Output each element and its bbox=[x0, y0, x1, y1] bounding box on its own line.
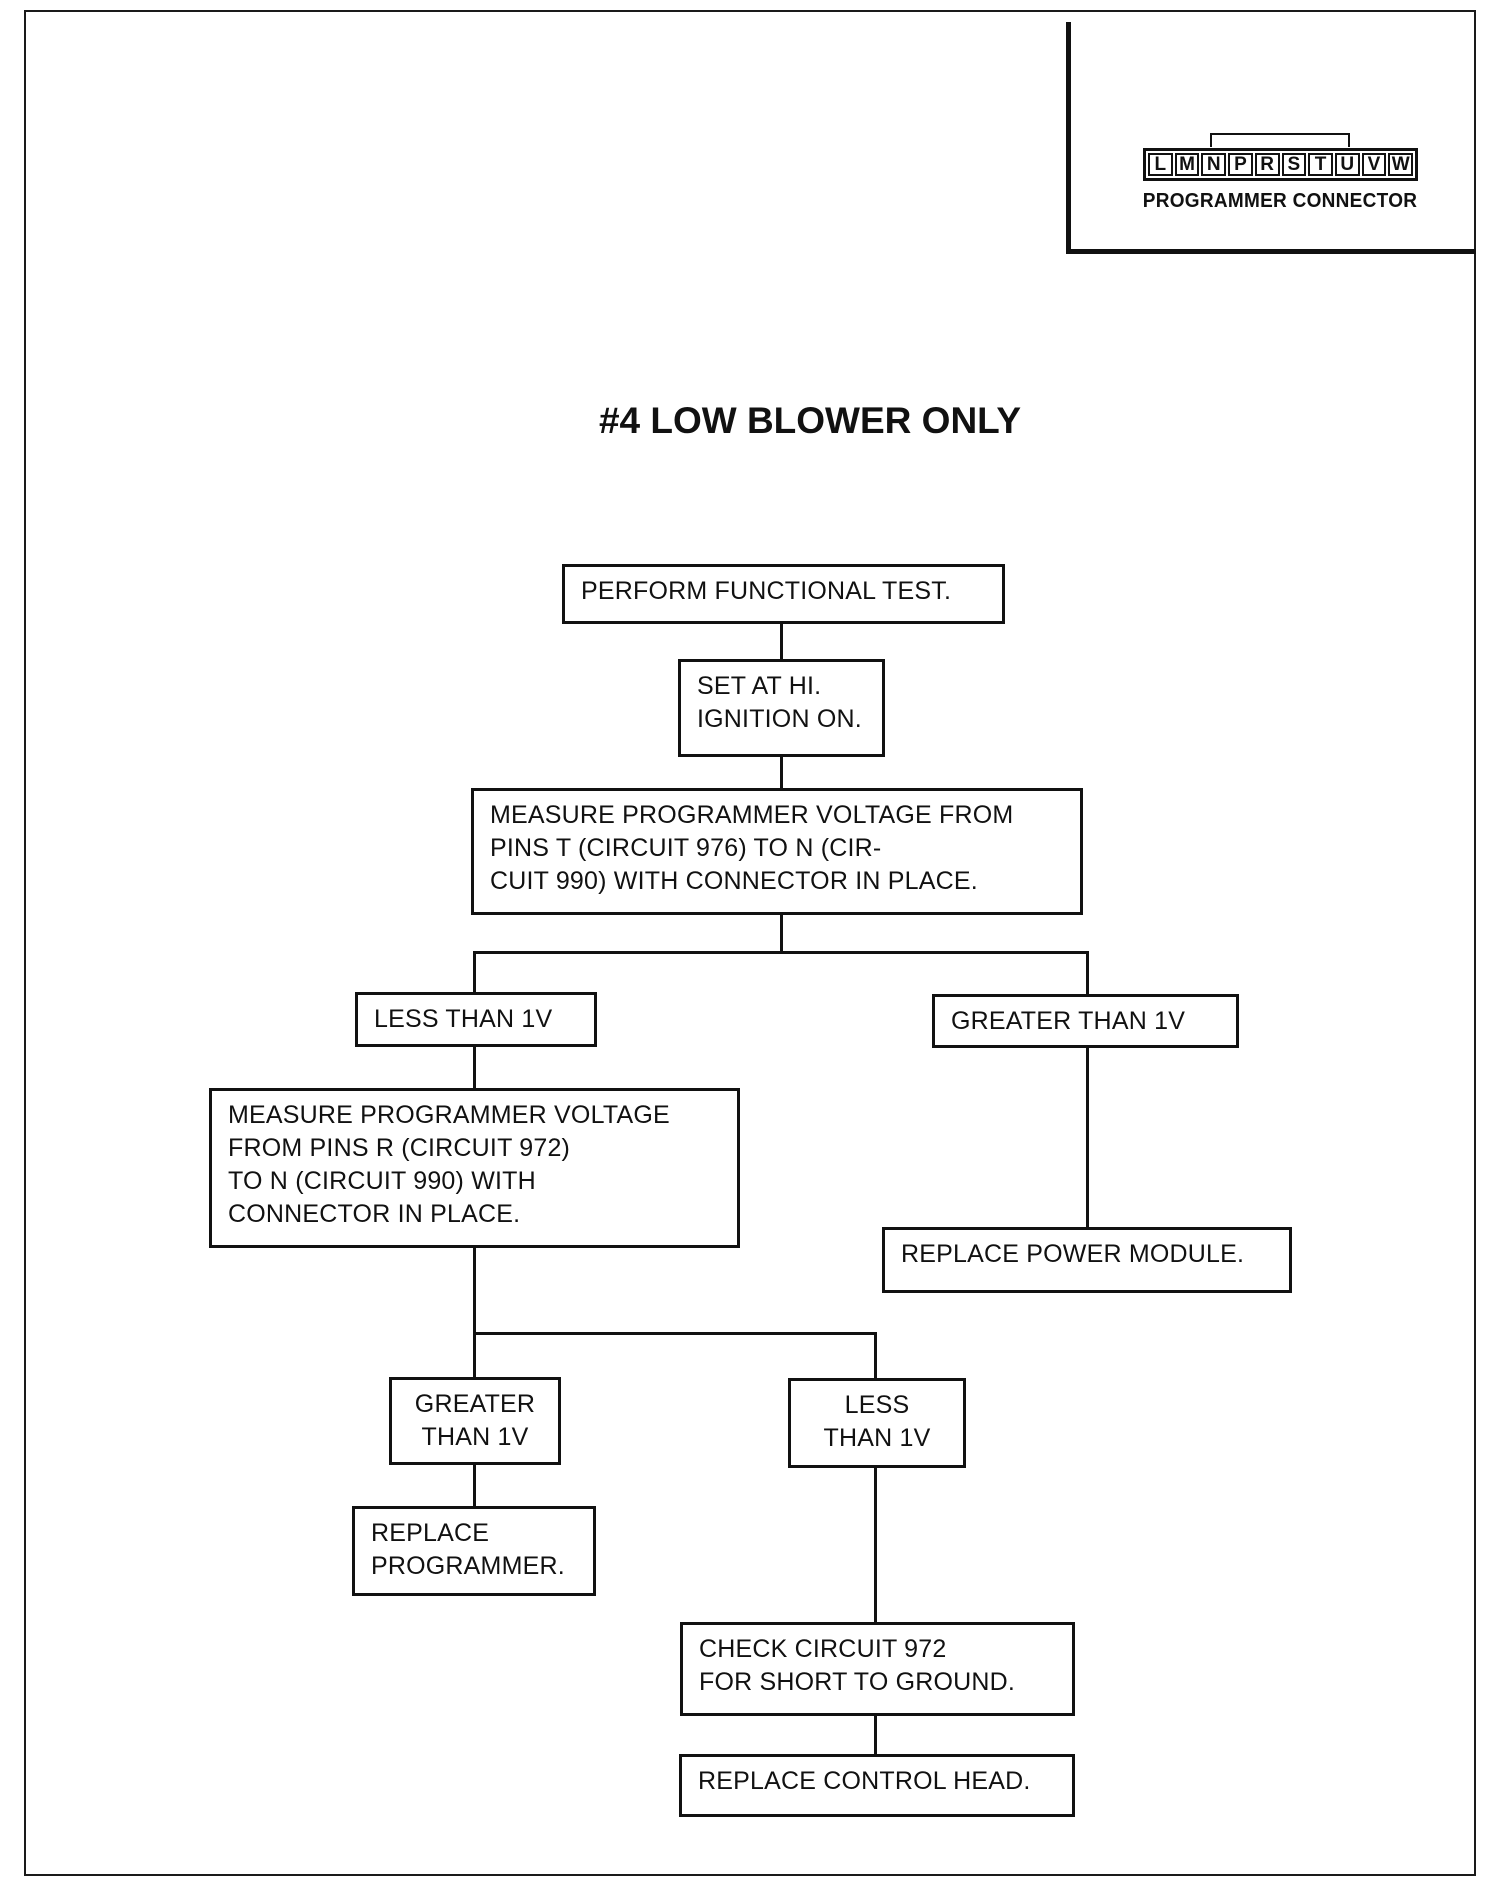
connector-pin-strip: L M N P R S T U V W bbox=[1143, 148, 1418, 181]
perform-functional-test-box: PERFORM FUNCTIONAL TEST. bbox=[562, 564, 1005, 624]
pin-n: N bbox=[1201, 153, 1227, 176]
pin-t: T bbox=[1308, 153, 1333, 176]
greater-than-1v-box-2: GREATER THAN 1V bbox=[389, 1377, 561, 1465]
page-title: #4 LOW BLOWER ONLY bbox=[598, 400, 1022, 441]
set-at-hi-box: SET AT HI. IGNITION ON. bbox=[678, 659, 885, 757]
replace-control-head-box: REPLACE CONTROL HEAD. bbox=[679, 1754, 1075, 1817]
check-circuit-972-box: CHECK CIRCUIT 972 FOR SHORT TO GROUND. bbox=[680, 1622, 1075, 1716]
replace-programmer-box: REPLACE PROGRAMMER. bbox=[352, 1506, 596, 1596]
measure-pins-r-n-box: MEASURE PROGRAMMER VOLTAGE FROM PINS R (… bbox=[209, 1088, 740, 1248]
measure-pins-t-n-box: MEASURE PROGRAMMER VOLTAGE FROM PINS T (… bbox=[471, 788, 1083, 915]
less-than-1v-box: LESS THAN 1V bbox=[355, 992, 597, 1047]
connector-line bbox=[874, 1714, 877, 1756]
pin-m: M bbox=[1174, 153, 1200, 176]
connector-line bbox=[473, 1246, 476, 1379]
connector-line bbox=[874, 1332, 877, 1380]
connector-line bbox=[473, 951, 1089, 954]
page-border bbox=[24, 10, 1476, 1876]
greater-than-1v-box: GREATER THAN 1V bbox=[932, 994, 1239, 1048]
connector-line bbox=[473, 1462, 476, 1508]
pin-w: W bbox=[1388, 153, 1414, 176]
connector-line bbox=[780, 755, 783, 791]
pin-v: V bbox=[1361, 153, 1387, 176]
connector-line bbox=[1086, 1046, 1089, 1229]
less-than-1v-box-2: LESS THAN 1V bbox=[788, 1378, 966, 1468]
connector-line bbox=[473, 951, 476, 994]
pin-p: P bbox=[1228, 153, 1253, 176]
connector-line bbox=[473, 1045, 476, 1090]
connector-line bbox=[1086, 951, 1089, 996]
connector-line bbox=[473, 1332, 877, 1335]
connector-label: PROGRAMMER CONNECTOR bbox=[1142, 190, 1418, 212]
connector-line bbox=[780, 622, 783, 660]
connector-latch bbox=[1210, 133, 1350, 147]
pin-u: U bbox=[1334, 153, 1360, 176]
pin-r: R bbox=[1254, 153, 1280, 176]
replace-power-module-box: REPLACE POWER MODULE. bbox=[882, 1227, 1292, 1293]
connector-line bbox=[780, 913, 783, 953]
pin-s: S bbox=[1281, 153, 1307, 176]
connector-line bbox=[874, 1466, 877, 1624]
connector-inset bbox=[1066, 22, 1476, 254]
pin-l: L bbox=[1148, 153, 1173, 176]
